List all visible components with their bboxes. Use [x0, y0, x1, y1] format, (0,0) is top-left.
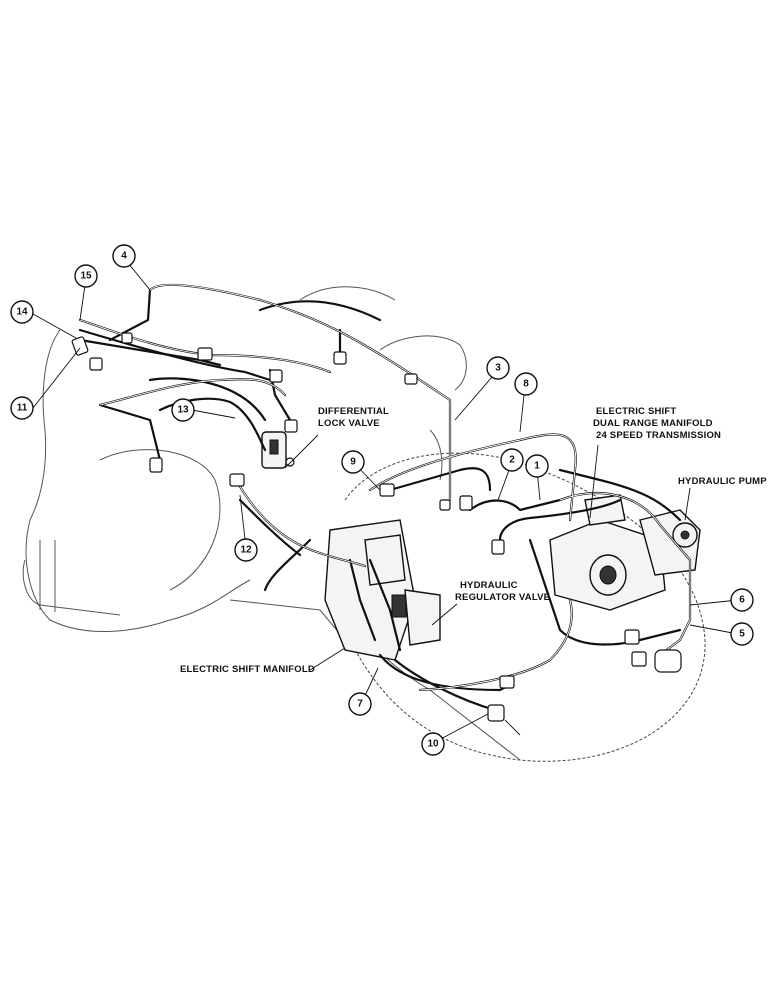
callout-9: 9: [341, 450, 365, 474]
callout-7: 7: [348, 692, 372, 716]
svg-text:15: 15: [80, 271, 92, 282]
differential-lock-valve-body: [261, 431, 295, 469]
svg-text:3: 3: [495, 363, 501, 374]
dual-range-manifold-label-line1: ELECTRIC SHIFT: [596, 406, 676, 417]
diagram-labels: DIFFERENTIAL LOCK VALVE ELECTRIC SHIFT D…: [180, 406, 767, 675]
callout-2: 2: [500, 448, 524, 472]
svg-text:5: 5: [739, 629, 745, 640]
pipe-fittings: [71, 332, 682, 722]
dual-range-manifold-label-line3: 24 SPEED TRANSMISSION: [596, 430, 721, 441]
svg-text:10: 10: [427, 739, 439, 750]
callout-1: 1: [525, 454, 549, 478]
svg-text:6: 6: [739, 595, 745, 606]
callout-4: 4: [112, 244, 136, 268]
callout-13: 13: [171, 398, 195, 422]
callout-3: 3: [486, 356, 510, 380]
callout-bubbles: 1 2 3 4 5 6 7 8 9 10 11 12 13 14 15: [10, 244, 754, 756]
svg-text:13: 13: [177, 405, 189, 416]
electric-shift-manifold-body: [324, 519, 441, 661]
hydraulic-pump-body: [639, 509, 701, 576]
hydraulic-regulator-valve-label-line1: HYDRAULIC: [460, 580, 518, 591]
svg-text:4: 4: [121, 251, 127, 262]
tractor-outline: [22, 286, 706, 762]
callout-8: 8: [514, 372, 538, 396]
svg-text:1: 1: [534, 461, 540, 472]
transmission-housing: [549, 494, 666, 611]
svg-text:11: 11: [17, 403, 28, 414]
svg-text:14: 14: [16, 307, 28, 318]
svg-text:9: 9: [350, 457, 356, 468]
differential-lock-valve-label-line2: LOCK VALVE: [318, 418, 380, 429]
callout-10: 10: [421, 732, 445, 756]
hydraulic-regulator-valve-label-line2: REGULATOR VALVE: [455, 592, 550, 603]
callout-5: 5: [730, 622, 754, 646]
callout-11: 11: [10, 396, 34, 420]
differential-lock-valve-label-line1: DIFFERENTIAL: [318, 406, 389, 417]
svg-text:2: 2: [509, 455, 515, 466]
svg-text:12: 12: [240, 545, 252, 556]
callout-6: 6: [730, 588, 754, 612]
callout-15: 15: [74, 264, 98, 288]
callout-12: 12: [234, 538, 258, 562]
callout-14: 14: [10, 300, 34, 324]
dual-range-manifold-label-line2: DUAL RANGE MANIFOLD: [593, 418, 713, 429]
electric-shift-manifold-label: ELECTRIC SHIFT MANIFOLD: [180, 664, 315, 675]
hydraulic-pump-label: HYDRAULIC PUMP: [678, 476, 767, 487]
svg-text:7: 7: [357, 699, 363, 710]
svg-text:8: 8: [523, 379, 529, 390]
